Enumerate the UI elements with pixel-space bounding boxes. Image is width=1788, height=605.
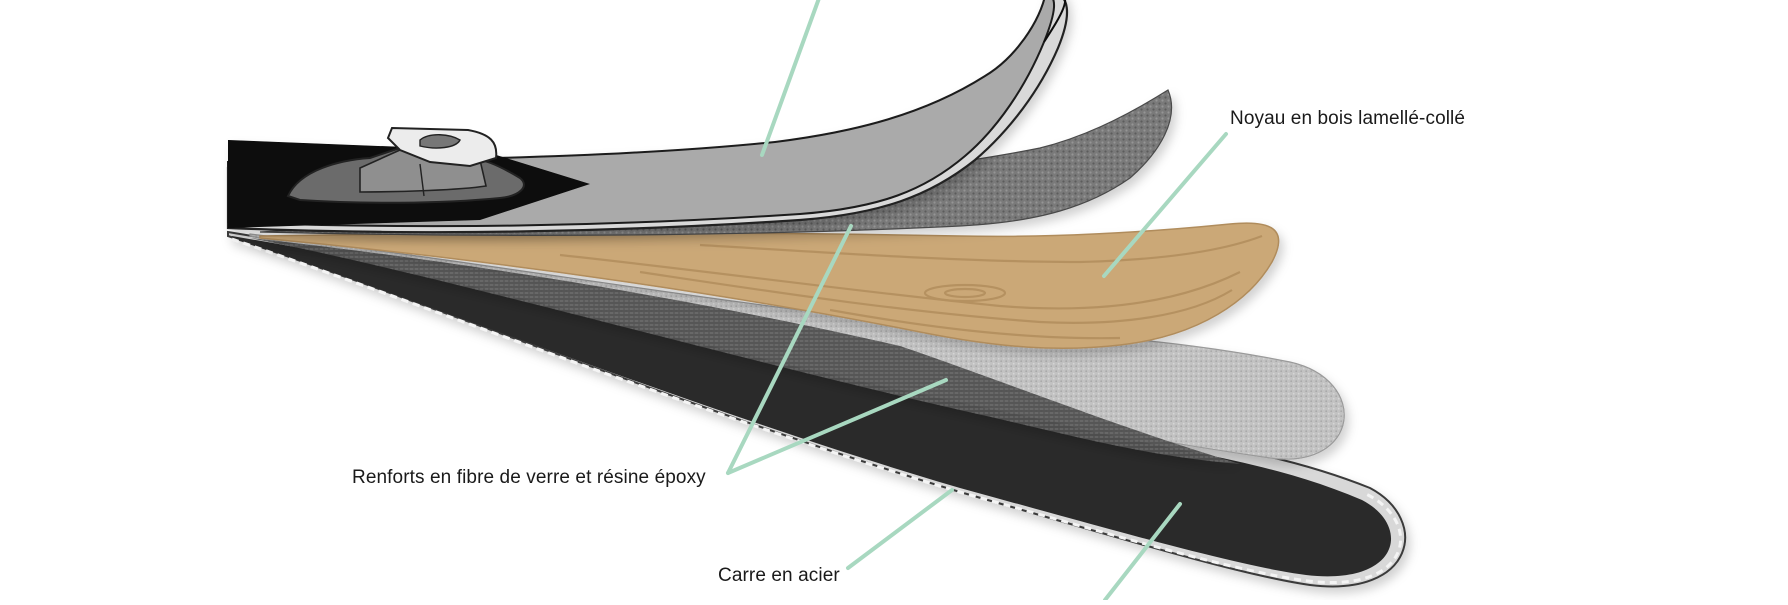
leader-line-base (1103, 502, 1182, 602)
label-wood-core: Noyau en bois lamellé-collé (1230, 108, 1466, 129)
leader-line-core (1102, 132, 1228, 278)
fiber-reinforcement-lower (249, 233, 1345, 464)
leader-line-top-sheet (760, 0, 821, 157)
label-fiber-reinforcement: Renforts en fibre de verre et résine épo… (352, 467, 706, 488)
label-steel-edge: Carre en acier (718, 565, 840, 586)
ski-binding-icon (286, 126, 525, 204)
leader-line-reinforcement-lower (726, 378, 948, 475)
base-layer (227, 230, 1407, 588)
leader-line-reinforcement-upper (726, 224, 853, 475)
wood-core-layer (259, 222, 1280, 350)
leader-line-edge (846, 488, 954, 570)
leader-lines (726, 0, 1228, 602)
